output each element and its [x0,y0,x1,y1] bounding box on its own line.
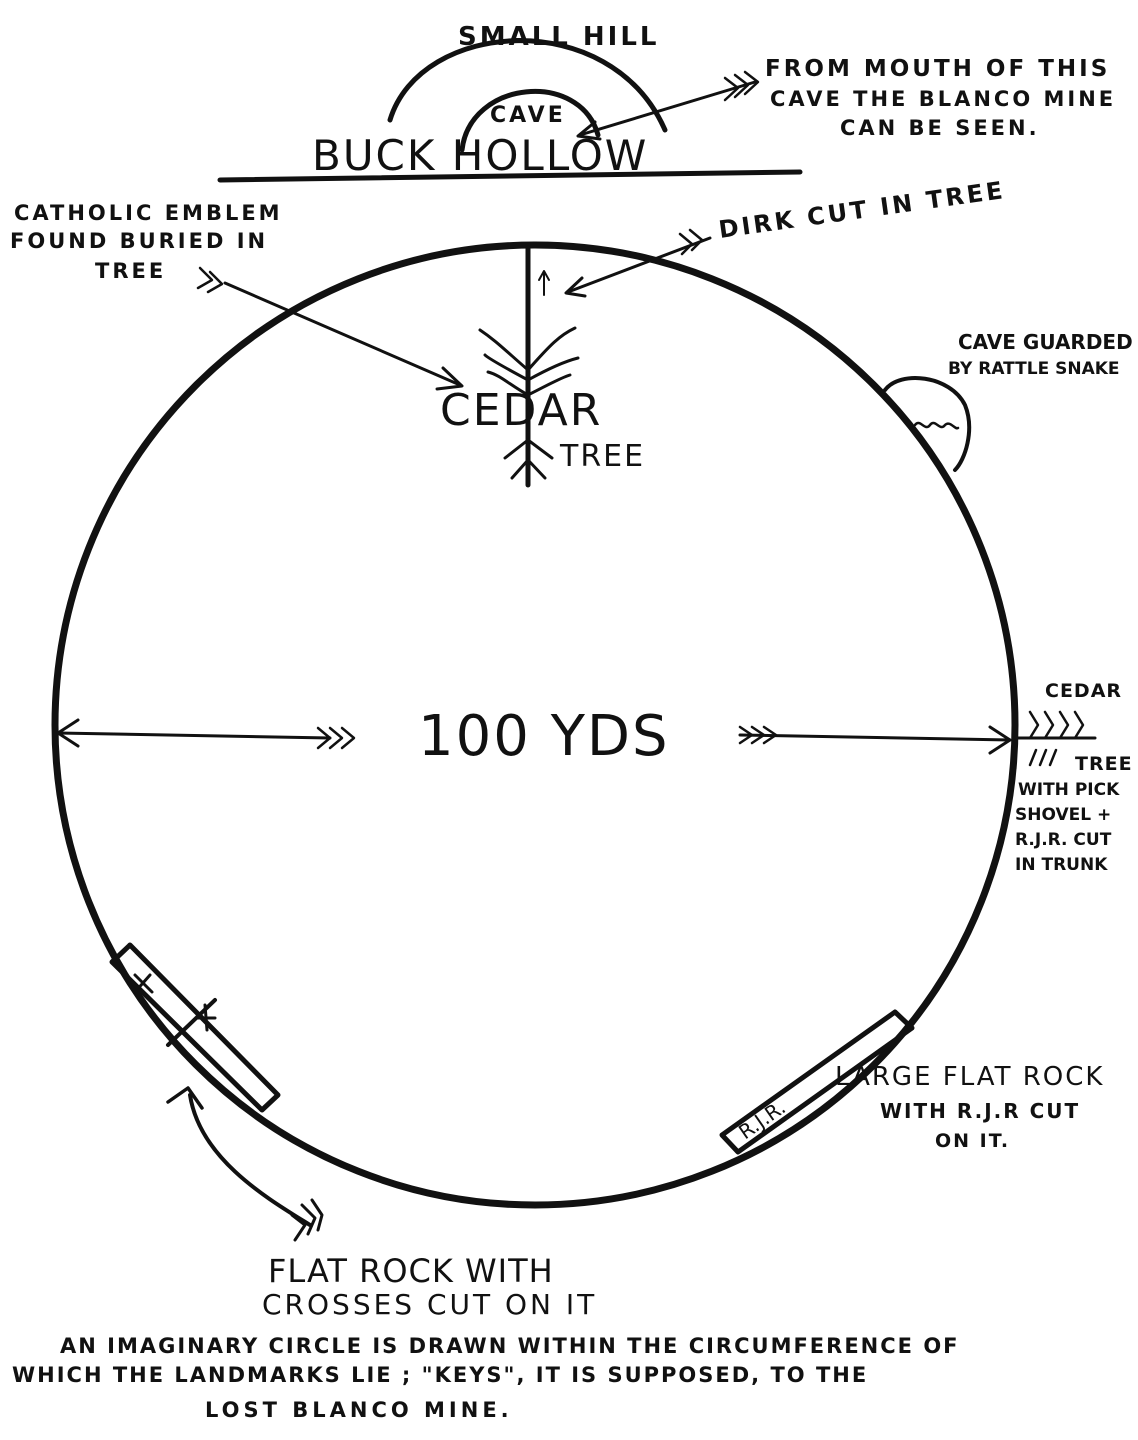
svg-text:WITH PICK: WITH PICK [1018,780,1120,800]
ground-line [217,169,803,183]
svg-text:ON IT.: ON IT. [935,1130,1010,1152]
rattlesnake-cave: CAVE GUARDED BY RATTLE SNAKE [883,330,1133,472]
svg-text:WITH R.J.R CUT: WITH R.J.R CUT [880,1099,1080,1123]
mouth-arrow [576,70,760,141]
svg-text:TREE: TREE [95,259,166,283]
emblem-note: CATHOLIC EMBLEM FOUND BURIED IN TREE [10,201,283,283]
emblem-arrow [196,266,464,391]
svg-text:CEDAR: CEDAR [1045,680,1122,702]
svg-text:CATHOLIC EMBLEM: CATHOLIC EMBLEM [14,201,283,225]
svg-text:DIRK CUT IN TREE: DIRK CUT IN TREE [717,176,1007,244]
svg-text:FOUND BURIED IN: FOUND BURIED IN [10,229,268,253]
small-hill: SMALL HILL [387,22,668,133]
dirk-note: DIRK CUT IN TREE [717,176,1007,244]
large-rock-note: LARGE FLAT ROCK WITH R.J.R CUT ON IT. [835,1062,1104,1152]
small-hill-label: SMALL HILL [458,22,659,52]
imaginary-circle [51,241,1019,1209]
svg-text:CAVE THE BLANCO MINE: CAVE THE BLANCO MINE [770,87,1116,111]
svg-text:SHOVEL +: SHOVEL + [1015,805,1111,825]
dirk-arrow [564,228,712,298]
cedar-center-label: CEDAR [440,385,602,436]
svg-text:CAN BE SEEN.: CAN BE SEEN. [840,116,1040,140]
crosses-note: FLAT ROCK WITH CROSSES CUT ON IT [262,1252,597,1321]
flat-rock-crosses [109,942,281,1113]
svg-text:AN IMAGINARY CIRCLE IS DRAWN W: AN IMAGINARY CIRCLE IS DRAWN WITHIN THE … [60,1334,960,1358]
cedar-tree-center: CEDAR TREE [440,245,645,488]
svg-text:LARGE FLAT ROCK: LARGE FLAT ROCK [835,1062,1104,1092]
svg-text:FROM MOUTH OF THIS: FROM MOUTH OF THIS [765,56,1110,82]
mouth-note: FROM MOUTH OF THIS CAVE THE BLANCO MINE … [765,56,1116,140]
svg-text:CROSSES CUT ON IT: CROSSES CUT ON IT [262,1288,597,1321]
svg-text:WHICH THE LANDMARKS LIE ; "KEY: WHICH THE LANDMARKS LIE ; "KEYS", IT IS … [12,1363,868,1387]
svg-text:TREE: TREE [1075,753,1133,775]
rattlesnake-note-line1: CAVE GUARDED [958,330,1133,354]
cedar-tree-right [1013,710,1097,767]
svg-text:R.J.R. CUT: R.J.R. CUT [1015,830,1112,850]
svg-text:FLAT ROCK WITH: FLAT ROCK WITH [268,1252,554,1290]
top-cave: CAVE [459,88,601,153]
crosses-arrow [166,1086,324,1242]
top-cave-label: CAVE [490,103,566,128]
svg-text:LOST BLANCO MINE.: LOST BLANCO MINE. [205,1398,513,1422]
distance-label: 100 YDS [418,704,670,769]
cedar-center-sublabel: TREE [559,439,645,474]
distance-arrow-left [56,718,356,750]
rattlesnake-note-line2: BY RATTLE SNAKE [948,359,1120,379]
cedar-right-note: CEDAR TREE WITH PICK SHOVEL + R.J.R. CUT… [1015,680,1133,875]
distance-arrow-right [738,725,1012,755]
svg-text:IN TRUNK: IN TRUNK [1015,855,1108,875]
caption: AN IMAGINARY CIRCLE IS DRAWN WITHIN THE … [12,1334,960,1422]
